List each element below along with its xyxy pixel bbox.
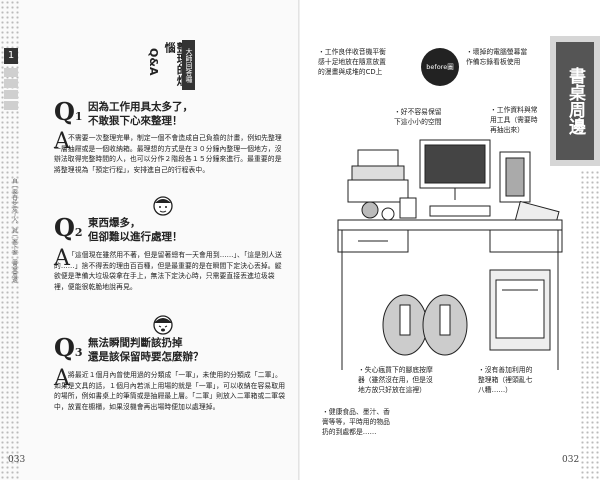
- question-title: 東西爆多， 但卻難以進行處理！: [88, 217, 183, 244]
- answer-text: 「這個現在雖然用不著，但是留著總有一天會用到……」、「這是別人送的……」捨不得丟…: [54, 251, 282, 291]
- section-side-tab: 書桌周邊: [550, 36, 600, 166]
- answer-1: A 不需要一次整理完畢，制定一個不會造成自己負擔的計畫，例如先整理一層抽屜或是一…: [54, 129, 286, 175]
- callout-items: ・健康食品、墨汁、香膏等等，平時用的物品扔的到處都是……: [322, 408, 390, 436]
- qa-title-col1: Q&A: [147, 48, 161, 76]
- answer-text: 不需要一次整理完畢，制定一個不會造成自己負擔的計畫，例如先整理一層抽屜或是一個收…: [54, 134, 282, 174]
- callout-radio: ・工作良伴收音機平衡感十足地放在隨意放置的漫畫與成堆的CD上: [318, 48, 386, 76]
- dotted-margin: [580, 170, 600, 480]
- question-title: 因為工作用具太多了， 不敢狠下心來整理！: [88, 101, 193, 128]
- chapter-tab-number: 1: [4, 48, 18, 64]
- question-1: Q1 因為工作用具太多了， 不敢狠下心來整理！: [54, 100, 284, 130]
- answer-3: A 將最近１個月內曾使用過的分類成「一軍」，未使用的分類成「二軍」。如果是文具的…: [54, 366, 286, 412]
- callout-monitor: ・壞掉的電腦螢幕當作備忘錄看板使用: [466, 48, 528, 66]
- a-letter: A: [54, 246, 70, 271]
- left-page: 1 自一家百步走了入、就一家下家（書桌周邊 Q&A 整理的煩惱 大師回答囉 Q1…: [0, 0, 286, 480]
- qa-badge: 大師回答囉: [182, 40, 195, 90]
- page-number-right: 032: [562, 455, 580, 465]
- running-head: 自一家百步走了入、就一家下家（書桌周邊: [11, 178, 17, 283]
- question-2: Q2 東西爆多， 但卻難以進行處理！: [54, 216, 284, 246]
- a-letter: A: [54, 366, 70, 391]
- answer-2: A 「這個現在雖然用不著，但是留著總有一天會用到……」、「這是別人送的……」捨不…: [54, 246, 286, 292]
- cartoon-face-icon: [153, 315, 173, 335]
- question-title: 無法瞬間判斷該扔掉 還是該保留時要怎麼辦？: [88, 337, 204, 364]
- desk-illustration: [337, 139, 563, 370]
- q-letter: Q3: [54, 333, 83, 362]
- before-badge: before圖: [421, 48, 459, 86]
- a-letter: A: [54, 129, 70, 154]
- question-3: Q3 無法瞬間判斷該扔掉 還是該保留時要怎麼辦？: [54, 336, 284, 366]
- callout-space: ・好不容易保留下這小小的空間: [394, 108, 442, 126]
- page-number-left: 033: [8, 455, 26, 465]
- q-letter: Q2: [54, 213, 83, 242]
- callout-massager: ・失心瘋買下的腳底按摩器（雖然沒在用，但是沒地方放只好放在這裡）: [358, 366, 433, 394]
- answer-text: 將最近１個月內曾使用過的分類成「一軍」，未使用的分類成「二軍」。如果是文具的話，…: [54, 371, 286, 411]
- cartoon-face-icon: [153, 196, 173, 216]
- q-letter: Q1: [54, 97, 83, 126]
- callout-storage-box: ・沒有善加利用的整理箱（裡頭亂七八糟……）: [478, 366, 533, 394]
- section-title: 書桌周邊: [556, 42, 594, 160]
- callout-tools: ・工作資料與常用工具（需要時再抽出來）: [490, 106, 538, 134]
- dotted-margin: [0, 0, 20, 480]
- right-page: 書桌周邊 before圖 ・工作良伴收音機平衡感十足地放在隨意放置的漫畫與成堆的…: [300, 0, 600, 480]
- chapter-tab-bars: [4, 68, 18, 112]
